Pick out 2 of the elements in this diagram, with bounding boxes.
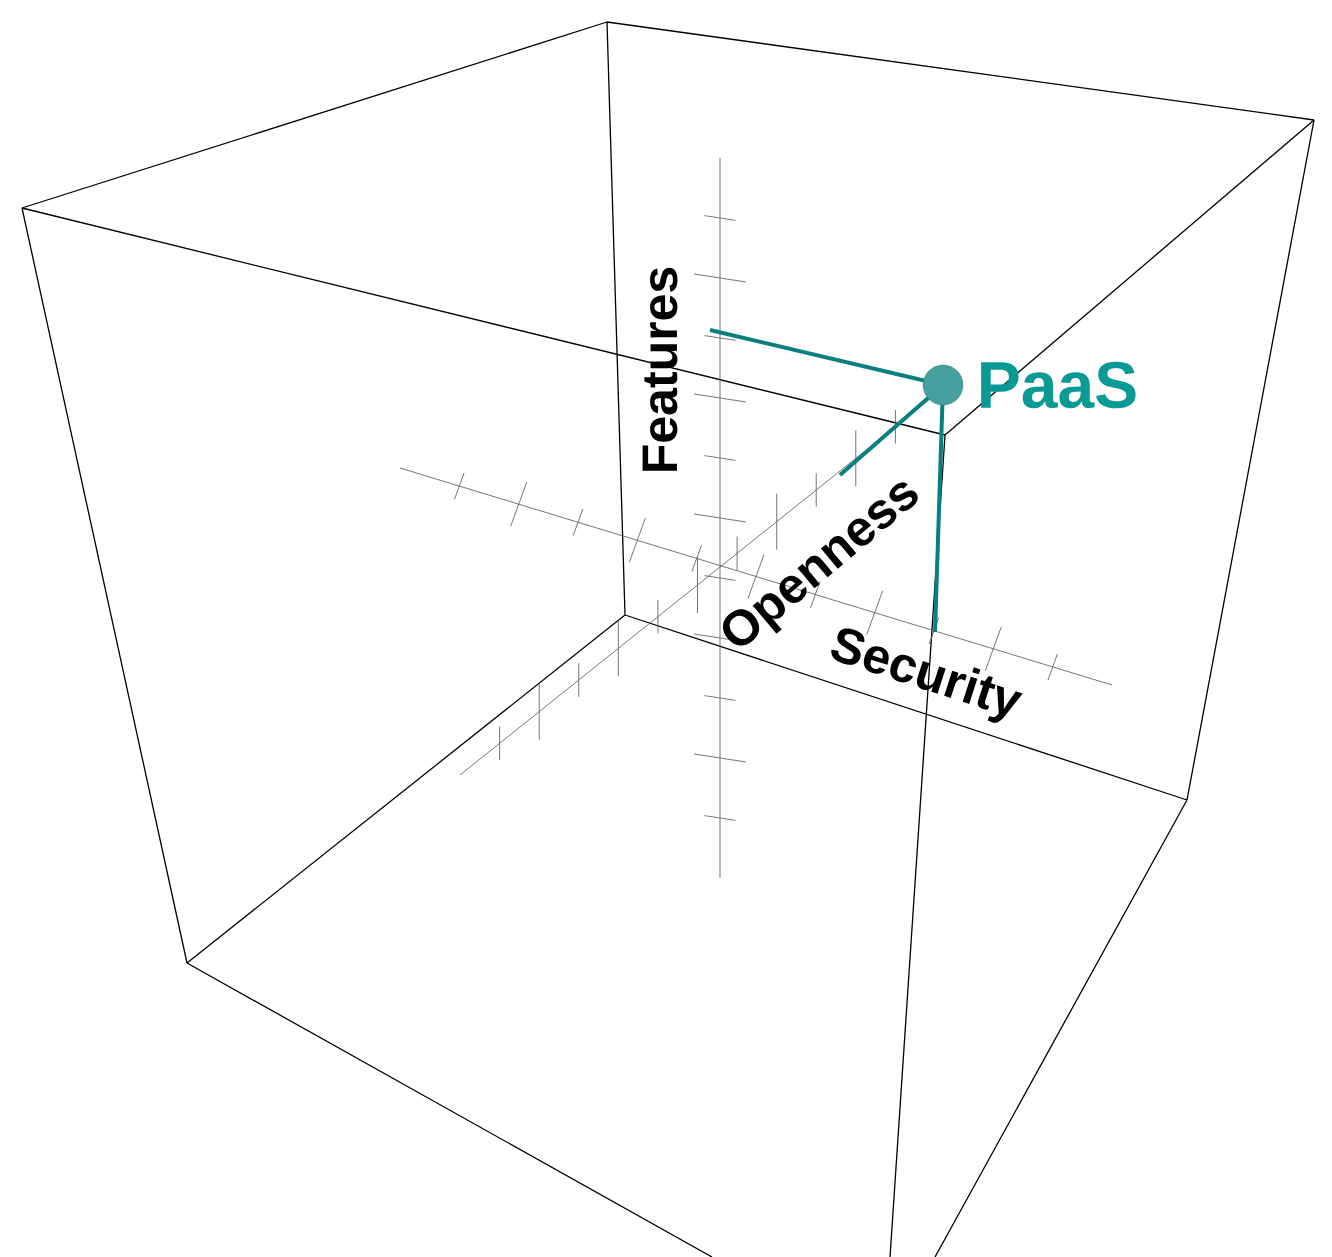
- data-point: [922, 364, 964, 406]
- axis-label: Features: [642, 267, 678, 471]
